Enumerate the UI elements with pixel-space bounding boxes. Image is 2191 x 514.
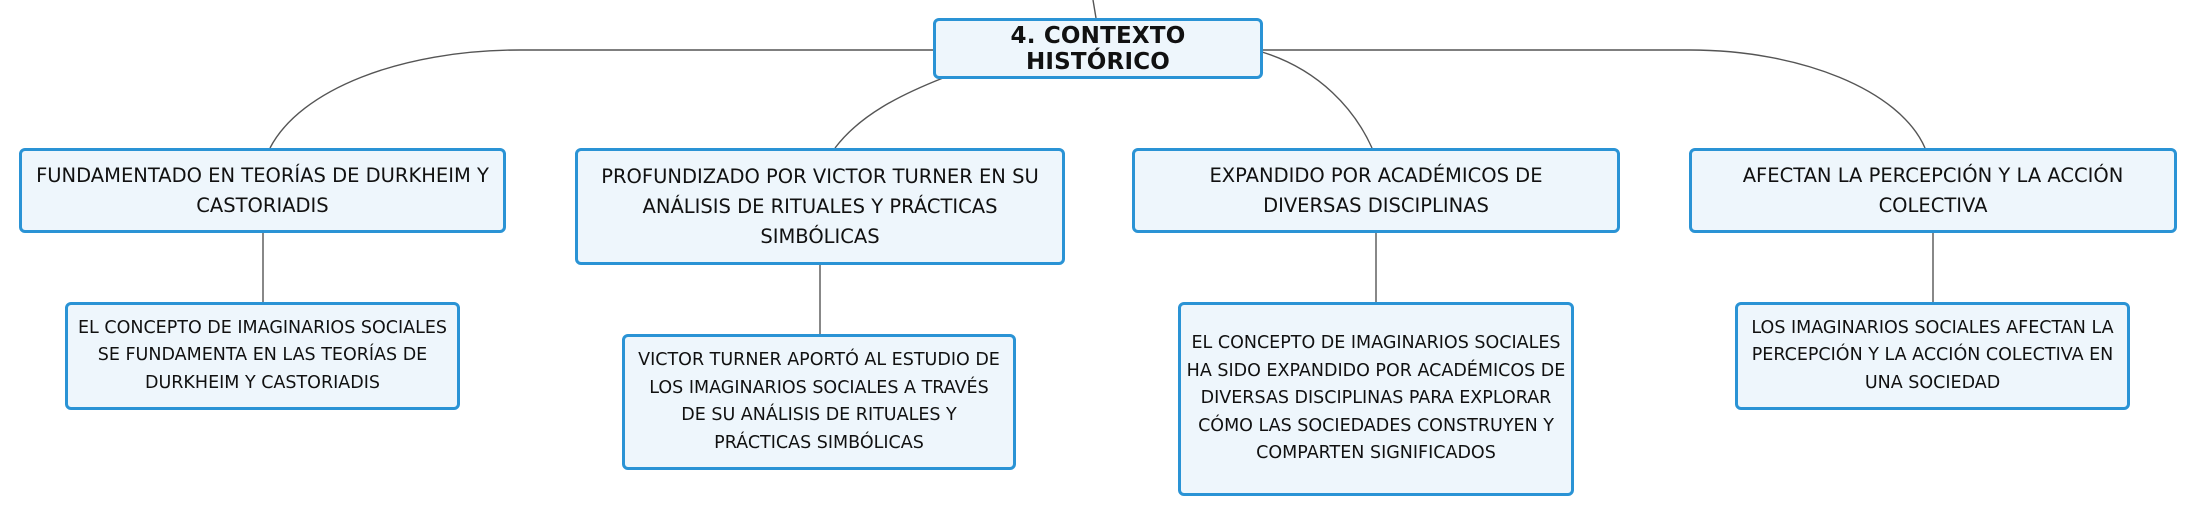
branch-node-4[interactable]: AFECTAN LA PERCEPCIÓN Y LA ACCIÓN COLECT… [1689, 148, 2177, 233]
branch-title-3: EXPANDIDO POR ACADÉMICOS DE DIVERSAS DIS… [1209, 163, 1543, 217]
branch-title-4: AFECTAN LA PERCEPCIÓN Y LA ACCIÓN COLECT… [1742, 163, 2124, 217]
detail-node-2[interactable]: VICTOR TURNER APORTÓ AL ESTUDIO DE LOS I… [622, 334, 1016, 470]
connector-parent-root [1092, 0, 1097, 19]
root-node[interactable]: 4. CONTEXTO HISTÓRICO [933, 18, 1263, 79]
detail-text-2: VICTOR TURNER APORTÓ AL ESTUDIO DE LOS I… [638, 350, 1000, 453]
connector-root-branch-2 [834, 77, 944, 149]
branch-node-2[interactable]: PROFUNDIZADO POR VICTOR TURNER EN SU ANÁ… [575, 148, 1065, 265]
detail-text-1: EL CONCEPTO DE IMAGINARIOS SOCIALES SE F… [77, 317, 448, 393]
connector-root-branch-1 [269, 49, 935, 149]
branch-node-1[interactable]: FUNDAMENTADO EN TEORÍAS DE DURKHEIM Y CA… [19, 148, 506, 233]
detail-node-3[interactable]: EL CONCEPTO DE IMAGINARIOS SOCIALES HA S… [1178, 302, 1574, 496]
branch-title-2: PROFUNDIZADO POR VICTOR TURNER EN SU ANÁ… [601, 164, 1039, 248]
detail-text-3: EL CONCEPTO DE IMAGINARIOS SOCIALES HA S… [1186, 333, 1566, 464]
branch-node-3[interactable]: EXPANDIDO POR ACADÉMICOS DE DIVERSAS DIS… [1132, 148, 1620, 233]
branch-title-1: FUNDAMENTADO EN TEORÍAS DE DURKHEIM Y CA… [36, 163, 489, 217]
connector-root-branch-4 [1262, 49, 1926, 149]
root-title: 4. CONTEXTO HISTÓRICO [1010, 22, 1186, 75]
detail-text-4: LOS IMAGINARIOS SOCIALES AFECTAN LA PERC… [1751, 317, 2114, 393]
detail-node-4[interactable]: LOS IMAGINARIOS SOCIALES AFECTAN LA PERC… [1735, 302, 2130, 410]
connector-root-branch-3 [1261, 51, 1373, 149]
detail-node-1[interactable]: EL CONCEPTO DE IMAGINARIOS SOCIALES SE F… [65, 302, 460, 410]
